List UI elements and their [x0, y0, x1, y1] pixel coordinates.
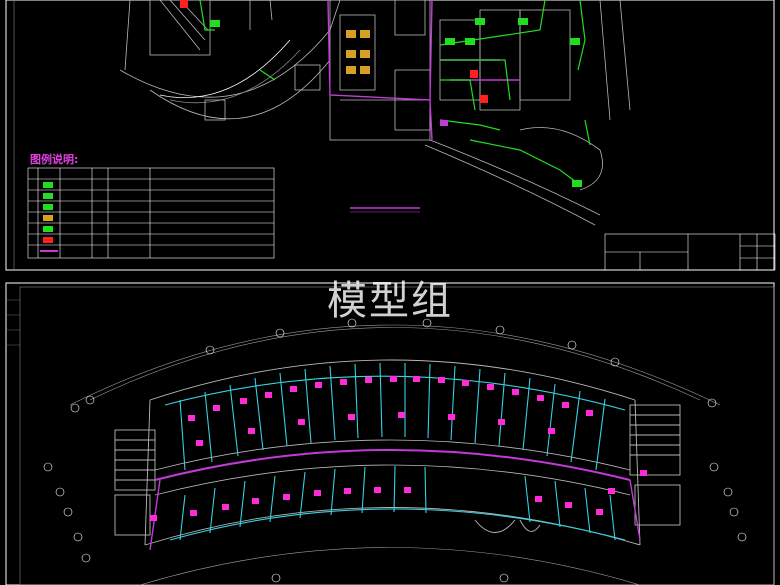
dimension-arcs: [69, 324, 721, 585]
grid-axis-bubbles: [43, 318, 747, 583]
left-wing-plan: [119, 0, 341, 121]
device-symbols-bottom: [150, 376, 647, 521]
device-symbols-top: [180, 0, 582, 187]
bottom-sheet-frame: [5, 282, 775, 585]
central-rooms-plan: [329, 0, 631, 226]
legend-symbols: [40, 182, 58, 252]
legend-table: [27, 167, 275, 259]
top-sheet: [5, 0, 776, 271]
legend-title: 图例说明:: [30, 153, 79, 166]
bottom-sheet: [5, 282, 775, 585]
top-sheet-frame: [5, 0, 775, 271]
corridor: [149, 439, 641, 551]
drawing-title-mark: [350, 207, 420, 213]
room-partitions: [164, 362, 626, 541]
title-block: [604, 233, 776, 271]
hotel-floor-plan: [114, 359, 681, 546]
